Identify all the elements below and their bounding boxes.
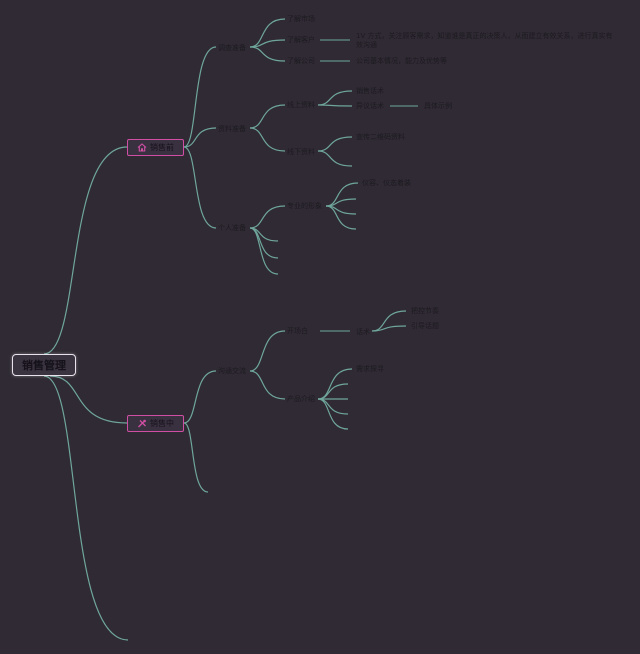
branch-during-sale[interactable]: 销售中 xyxy=(127,415,184,432)
link-before-personal xyxy=(183,146,217,229)
link-personal-empty3 xyxy=(249,227,279,275)
branch-during-sale-label: 销售中 xyxy=(150,419,174,428)
node-demand-analysis[interactable]: 需求探寻 xyxy=(356,365,384,373)
link-during-empty xyxy=(183,422,209,493)
link-prep-company xyxy=(249,46,286,62)
link-prep-customer xyxy=(249,39,286,48)
node-preparation[interactable]: 调查准备 xyxy=(218,44,246,52)
link-online-objection xyxy=(317,104,353,107)
node-customer-detail[interactable]: 1V 方式，关注顾客需求，知道谁是真正的决策人，从而建立有效关系，进行真实有效沟… xyxy=(356,32,613,49)
link-root-after xyxy=(43,375,129,641)
tools-icon xyxy=(138,419,146,428)
node-opening[interactable]: 开场白 xyxy=(287,327,308,335)
link-image-empty1 xyxy=(325,198,357,207)
link-speaking-guide xyxy=(371,325,407,332)
link-before-prep xyxy=(183,46,217,148)
root-label: 销售管理 xyxy=(22,359,66,372)
link-content-product xyxy=(249,370,286,400)
root-node[interactable]: 销售管理 xyxy=(12,354,76,376)
branch-before-sale-label: 销售前 xyxy=(150,143,174,152)
link-before-material xyxy=(183,127,217,148)
node-offline-material[interactable]: 线下资料 xyxy=(287,148,315,156)
node-personal-prep[interactable]: 个人准备 xyxy=(218,224,246,232)
node-dress-manner[interactable]: 仪容、仪态着装 xyxy=(362,179,411,187)
link-root-before xyxy=(43,146,128,355)
link-image-empty3 xyxy=(325,205,357,230)
link-product-empty1 xyxy=(317,383,349,400)
link-during-content xyxy=(183,370,217,424)
node-online-material[interactable]: 线上资料 xyxy=(287,101,315,109)
link-online-sales xyxy=(317,90,353,106)
link-material-offline xyxy=(249,127,286,152)
node-keep-rhythm[interactable]: 把控节奏 xyxy=(411,307,439,315)
node-mid-content[interactable]: 沟通交流 xyxy=(218,367,246,375)
node-sales-script[interactable]: 销售话术 xyxy=(356,87,384,95)
link-image-dress xyxy=(325,182,359,207)
link-product-empty4 xyxy=(317,398,349,430)
link-personal-empty2 xyxy=(249,227,279,259)
house-icon xyxy=(137,143,147,152)
link-material-online xyxy=(249,104,286,129)
link-offline-print xyxy=(317,136,353,152)
node-company-detail[interactable]: 公司基本情况，能力及优势等 xyxy=(356,57,447,65)
node-material-prep[interactable]: 资料准备 xyxy=(218,125,246,133)
link-content-opening xyxy=(249,330,286,372)
link-offline-empty xyxy=(317,150,353,167)
link-root-during xyxy=(49,375,128,424)
node-product-intro[interactable]: 产品介绍 xyxy=(287,395,315,403)
node-objection-script[interactable]: 异议话术 xyxy=(356,102,384,110)
node-print-material[interactable]: 宣传二维码资料 xyxy=(356,133,405,141)
node-professional-image[interactable]: 专业的形象 xyxy=(287,202,322,210)
link-prep-industry xyxy=(249,18,286,48)
node-guide-topic[interactable]: 引导话题 xyxy=(411,322,439,330)
node-understand-company[interactable]: 了解公司 xyxy=(287,57,315,65)
node-speaking[interactable]: 话术 xyxy=(356,328,370,336)
node-understand-customer[interactable]: 了解客户 xyxy=(287,36,315,44)
link-personal-image xyxy=(249,205,286,229)
branch-before-sale[interactable]: 销售前 xyxy=(127,139,184,156)
node-expansion[interactable]: 具体示例 xyxy=(424,102,452,110)
node-understand-industry[interactable]: 了解市场 xyxy=(287,15,315,23)
